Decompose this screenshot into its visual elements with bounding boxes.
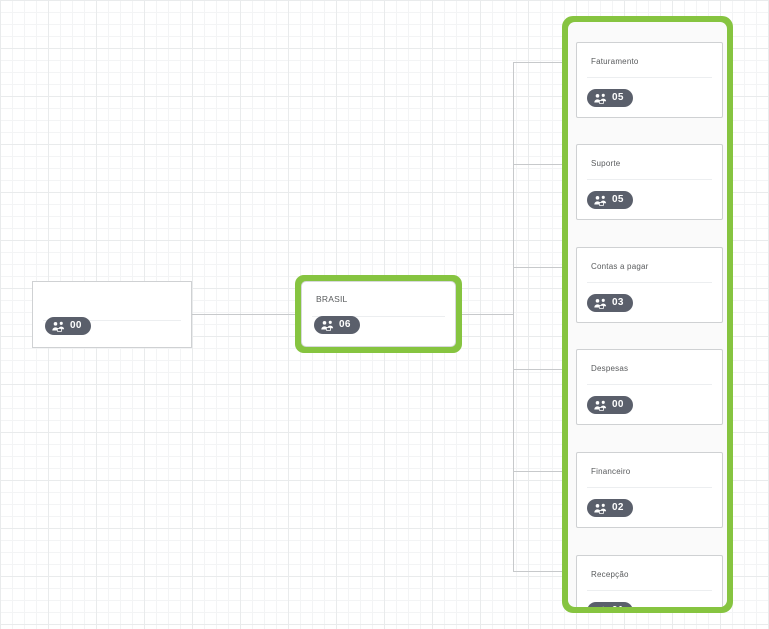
org-node-root[interactable]: 00 [32,281,192,348]
connector-root-to-brasil [192,314,295,315]
org-node-brasil[interactable]: BRASIL 06 [301,281,456,347]
connector-branch-2 [513,164,563,165]
member-count-badge[interactable]: 00 [45,317,91,335]
divider [587,487,712,488]
org-node-department-2[interactable]: Suporte 05 [576,144,723,220]
divider [43,320,181,321]
member-count-value: 00 [612,399,624,410]
users-group-icon [321,320,334,331]
divider [312,316,445,317]
member-count-value: 00 [70,320,82,331]
connector-trunk-vertical [513,62,514,571]
connector-branch-6 [513,571,563,572]
divider [587,77,712,78]
users-group-icon [52,321,65,332]
member-count-value: 03 [612,297,624,308]
org-group-departments-highlight[interactable]: Faturamento 05 Su [562,16,733,613]
org-node-title: Recepção [591,570,629,579]
org-node-title: Suporte [591,159,621,168]
users-group-icon [594,606,607,607]
divider [587,179,712,180]
users-group-icon [594,400,607,411]
member-count-badge[interactable]: 02 [587,499,633,517]
connector-branch-1 [513,62,563,63]
member-count-value: 05 [612,92,624,103]
users-group-icon [594,93,607,104]
org-node-title: Contas a pagar [591,262,649,271]
connector-branch-4 [513,369,563,370]
member-count-value: 02 [612,502,624,513]
org-node-title: Despesas [591,364,629,373]
divider [587,384,712,385]
connector-branch-5 [513,471,563,472]
member-count-value: 05 [612,194,624,205]
org-node-title: Faturamento [591,57,639,66]
member-count-value: 01 [612,606,624,608]
member-count-badge[interactable]: 01 [587,602,633,607]
org-node-department-3[interactable]: Contas a pagar 03 [576,247,723,323]
users-group-icon [594,298,607,309]
org-node-title: Financeiro [591,467,631,476]
member-count-badge[interactable]: 05 [587,191,633,209]
org-node-department-5[interactable]: Financeiro 02 [576,452,723,528]
member-count-badge[interactable]: 05 [587,89,633,107]
divider [587,282,712,283]
org-group-departments: Faturamento 05 Su [568,22,727,607]
org-node-department-1[interactable]: Faturamento 05 [576,42,723,118]
org-node-brasil-title: BRASIL [316,294,348,304]
member-count-value: 06 [339,319,351,330]
org-node-department-4[interactable]: Despesas 00 [576,349,723,425]
users-group-icon [594,503,607,514]
member-count-badge[interactable]: 06 [314,316,360,334]
member-count-badge[interactable]: 00 [587,396,633,414]
users-group-icon [594,195,607,206]
connector-brasil-stub [462,314,514,315]
org-node-department-6[interactable]: Recepção 01 [576,555,723,607]
org-node-brasil-highlight[interactable]: BRASIL 06 [295,275,462,353]
member-count-badge[interactable]: 03 [587,294,633,312]
divider [587,590,712,591]
connector-branch-3 [513,267,563,268]
